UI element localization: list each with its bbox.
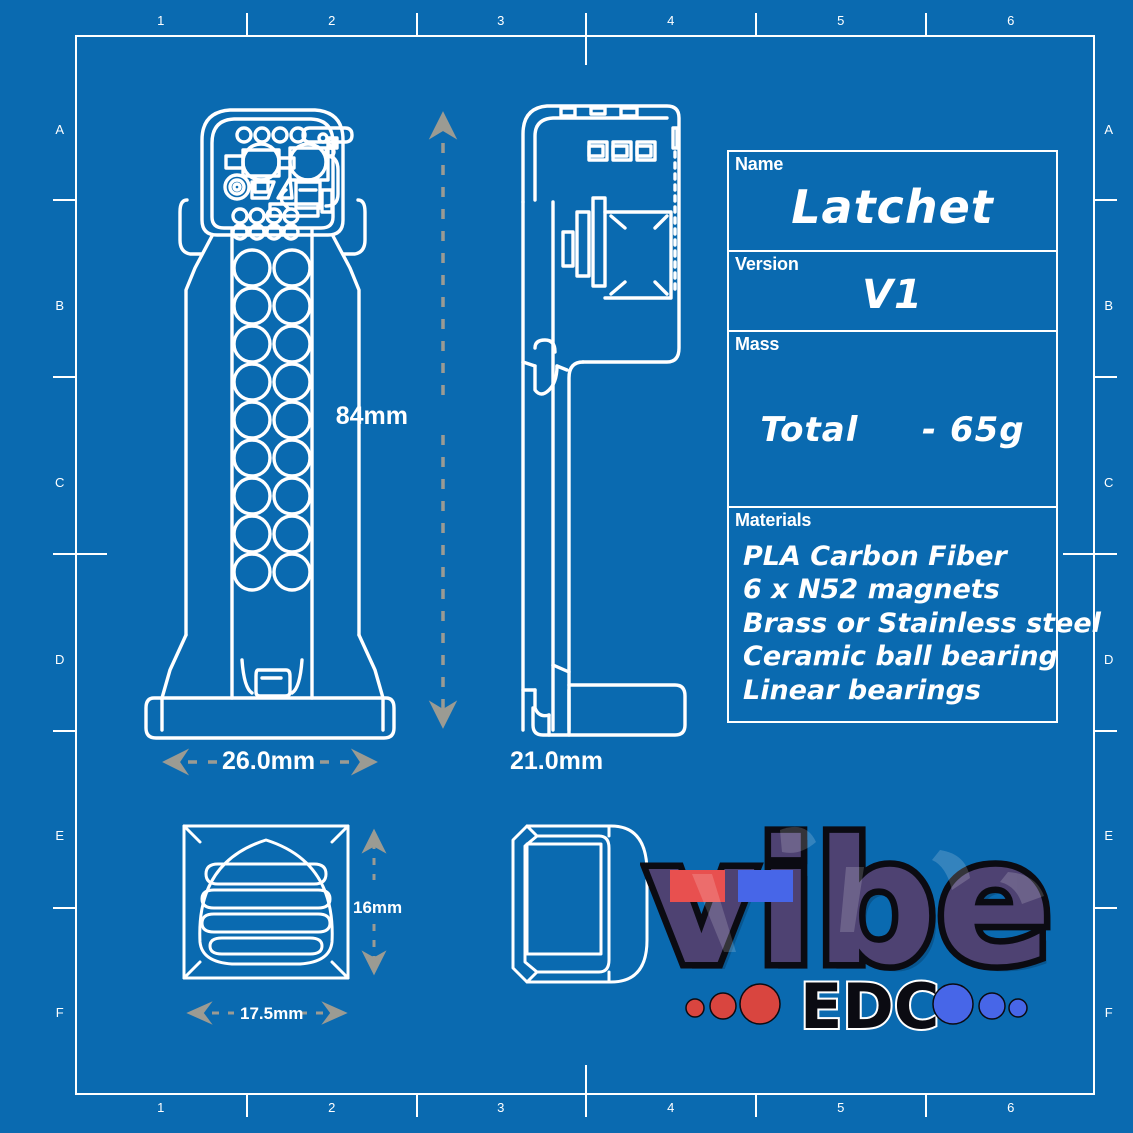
logo-dot-red-small [685, 998, 705, 1018]
materials-line: Brass or Stainless steel [743, 607, 1101, 639]
logo-dot-red-medium [709, 992, 737, 1020]
title-block: Name Latchet Version V1 Mass Total - 65g… [727, 150, 1101, 723]
column-label-bottom-3: 3 [497, 1100, 505, 1115]
row-label-left-a: A [55, 122, 65, 137]
logo-dot-red-large [739, 983, 781, 1025]
row-tick-left-d [53, 730, 77, 732]
row-tick-right-d [1093, 730, 1117, 732]
row-label-right-e: E [1104, 828, 1114, 843]
detail-width-dimension-text: 17.5mm [240, 1004, 304, 1023]
column-label-top-3: 3 [497, 13, 505, 28]
logo-dot-blue-small [1008, 998, 1028, 1018]
materials-line: PLA Carbon Fiber [743, 541, 1007, 572]
row-tick-left-a [53, 199, 77, 201]
materials-line: Linear bearings [743, 674, 981, 706]
column-tick-bottom-1 [246, 1095, 248, 1117]
column-label-top-5: 5 [837, 13, 845, 28]
title-block-row-name: Name Latchet [729, 152, 1056, 252]
column-tick-top-3 [585, 13, 587, 65]
column-tick-top-1 [246, 13, 248, 35]
column-tick-top-4 [755, 13, 757, 35]
mass-value-total-label: Total [760, 410, 859, 450]
logo-dot-blue-large [932, 983, 974, 1025]
row-label-left-b: B [55, 298, 65, 313]
logo-wordmark: vibe [646, 812, 1052, 1003]
row-label-right-b: B [1104, 298, 1114, 313]
cross-section-view [511, 824, 649, 984]
row-tick-left-b [53, 376, 77, 378]
column-label-bottom-5: 5 [837, 1100, 845, 1115]
materials-line: Ceramic ball bearing [743, 641, 1058, 673]
detail-height-dimension-text: 16mm [353, 898, 403, 917]
materials-field-value: PLA Carbon Fiber 6 x N52 magnets Brass o… [743, 540, 1101, 707]
row-tick-right-a [1093, 199, 1117, 201]
materials-line: 6 x N52 magnets [743, 574, 1000, 606]
title-block-row-materials: Materials PLA Carbon Fiber 6 x N52 magne… [729, 508, 1101, 721]
row-label-left-c: C [55, 475, 65, 490]
name-field-label: Name [735, 154, 784, 174]
row-label-right-f: F [1104, 1005, 1114, 1020]
detail-width-dimension-line [186, 1001, 348, 1025]
column-tick-bottom-3 [585, 1065, 587, 1117]
title-block-row-mass: Mass Total - 65g [729, 332, 1056, 508]
version-field-label: Version [735, 254, 799, 274]
column-tick-bottom-4 [755, 1095, 757, 1117]
side-width-dimension-text: 21.0mm [510, 747, 604, 775]
row-tick-left-e [53, 907, 77, 909]
detail-height-dimension-line [361, 828, 387, 976]
row-tick-right-b [1093, 376, 1117, 378]
row-label-right-c: C [1104, 475, 1114, 490]
mass-field-value: Total - 65g [729, 410, 1056, 450]
mass-value-amount: - 65g [922, 410, 1025, 450]
height-dimension-text: 84mm [335, 402, 408, 430]
front-width-dimension-text: 26.0mm [222, 747, 316, 775]
front-elevation-view [144, 108, 396, 740]
row-tick-right-e [1093, 907, 1117, 909]
column-tick-top-2 [416, 13, 418, 35]
row-label-right-d: D [1104, 652, 1114, 667]
brand-logo: vibe vibe EDC [640, 799, 1080, 1052]
column-tick-top-5 [925, 13, 927, 35]
height-dimension-line [428, 111, 458, 729]
column-label-bottom-4: 4 [667, 1100, 675, 1115]
column-label-bottom-6: 6 [1007, 1100, 1015, 1115]
title-block-row-version: Version V1 [729, 252, 1056, 332]
svg-text:vibe: vibe [653, 812, 1059, 1010]
row-label-left-f: F [55, 1005, 65, 1020]
column-label-bottom-2: 2 [328, 1100, 336, 1115]
column-label-top-4: 4 [667, 13, 675, 28]
name-field-value: Latchet [791, 180, 994, 234]
row-label-right-a: A [1104, 122, 1114, 137]
row-label-left-d: D [55, 652, 65, 667]
row-tick-right-c [1063, 553, 1117, 555]
logo-dot-blue-medium [978, 992, 1006, 1020]
side-elevation-view [521, 104, 687, 737]
column-tick-bottom-5 [925, 1095, 927, 1117]
column-tick-bottom-2 [416, 1095, 418, 1117]
column-label-top-1: 1 [157, 13, 165, 28]
row-label-left-e: E [55, 828, 65, 843]
logo-subtitle: EDC [800, 970, 939, 1043]
bottom-grip-detail-view [182, 824, 350, 980]
row-tick-left-c [53, 553, 107, 555]
version-field-value: V1 [862, 272, 923, 318]
column-label-bottom-1: 1 [157, 1100, 165, 1115]
front-width-dimension-line [162, 748, 378, 776]
column-label-top-6: 6 [1007, 13, 1015, 28]
column-label-top-2: 2 [328, 13, 336, 28]
mass-field-label: Mass [735, 334, 780, 354]
materials-field-label: Materials [735, 510, 812, 530]
